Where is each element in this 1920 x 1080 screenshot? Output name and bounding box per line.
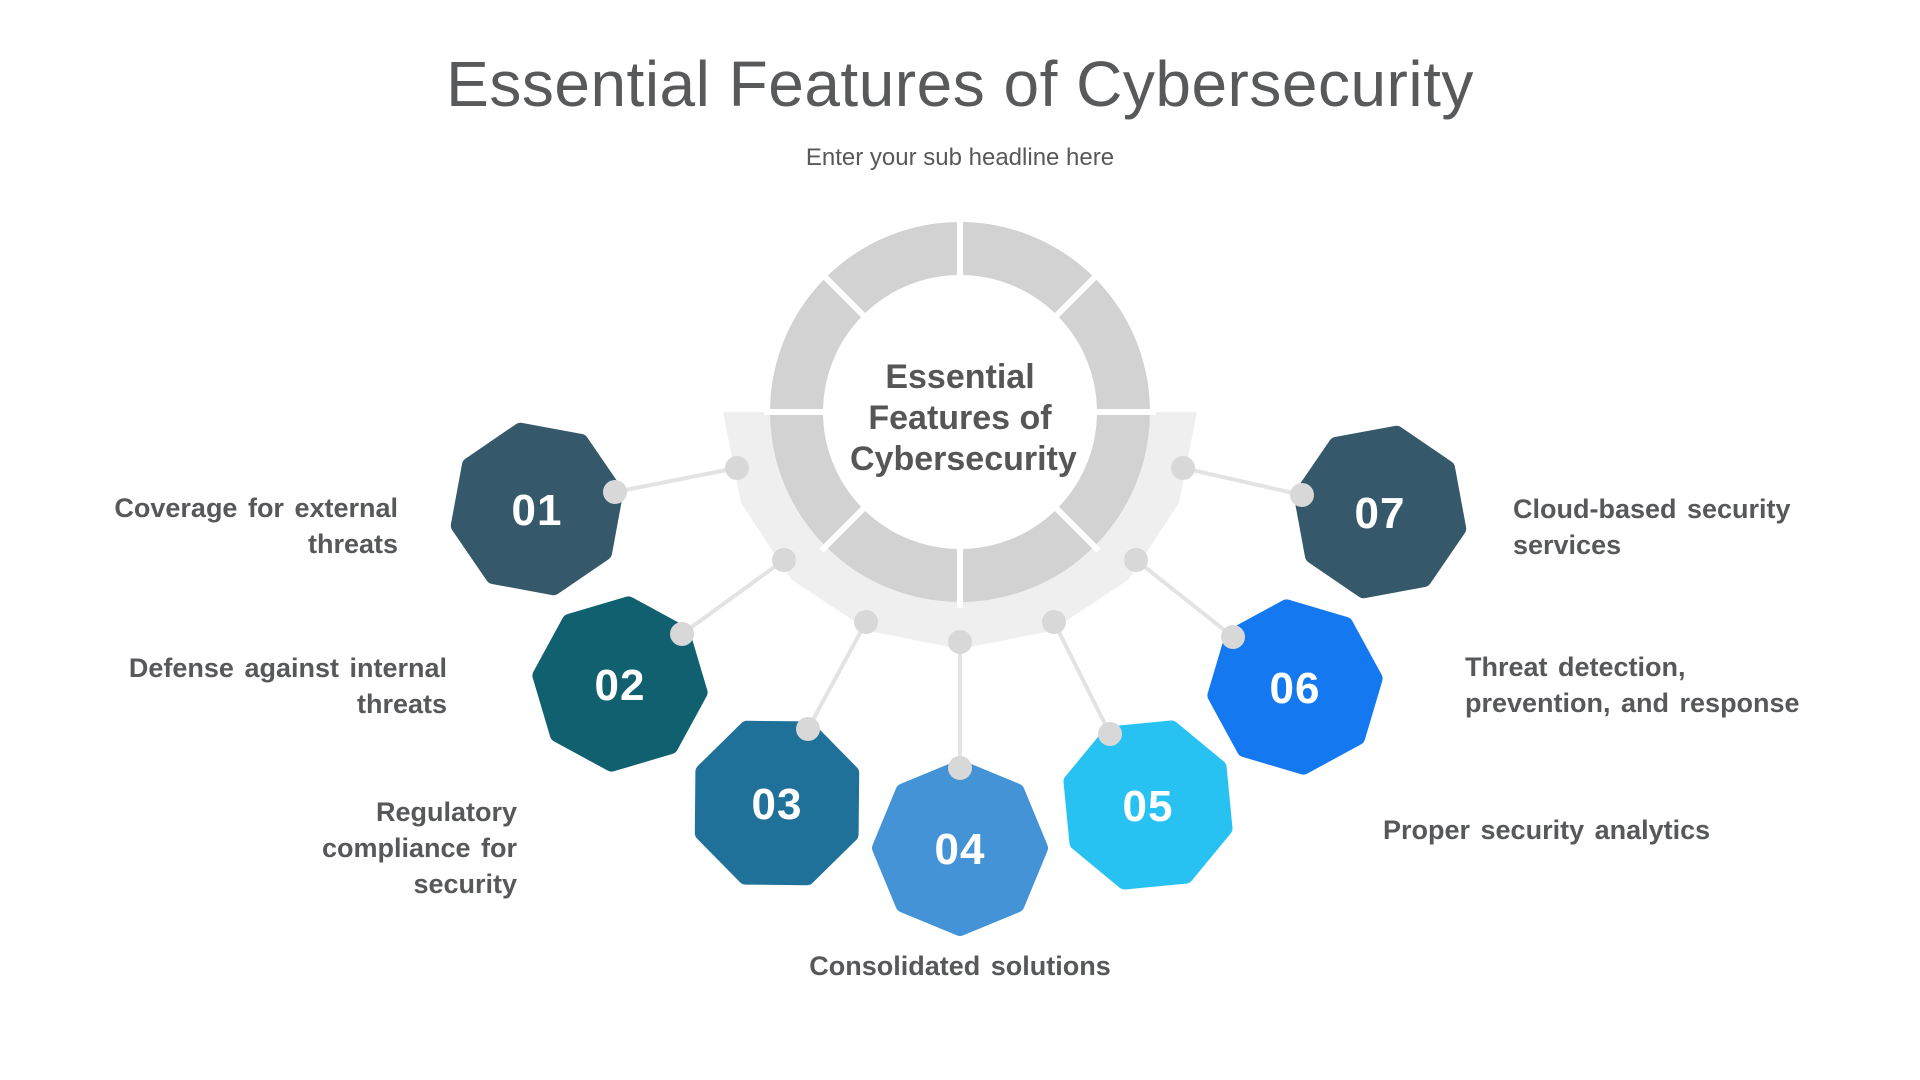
octagon-03: 03 xyxy=(694,720,860,886)
octagon-04: 04 xyxy=(872,760,1048,936)
octagon-04-shape xyxy=(872,760,1048,936)
octagon-07-shape xyxy=(1293,425,1467,599)
connector-lines xyxy=(614,466,1303,768)
octagon-06: 06 xyxy=(1207,599,1383,775)
connector-line-02 xyxy=(680,558,786,636)
octagon-02-shape xyxy=(532,596,708,772)
connector-line-01 xyxy=(614,466,738,494)
octagon-07: 07 xyxy=(1293,425,1467,599)
octagon-05-shape xyxy=(1063,720,1233,890)
octagon-01-number: 01 xyxy=(512,486,563,535)
octagon-05: 05 xyxy=(1063,720,1233,890)
octagon-07-number: 07 xyxy=(1355,489,1406,538)
connector-line-05 xyxy=(1052,621,1112,735)
connector-line-03 xyxy=(806,621,868,730)
connector-line-06 xyxy=(1134,558,1235,639)
octagon-05-number: 05 xyxy=(1123,782,1174,831)
page-title: Essential Features of Cybersecurity xyxy=(446,48,1474,120)
center-ring-label: Essential Features of Cybersecurity xyxy=(850,358,1077,478)
item-label-06: Threat detection, prevention, and respon… xyxy=(1465,652,1800,718)
octagon-02-number: 02 xyxy=(595,661,646,710)
item-label-01: Coverage for external threats xyxy=(114,493,398,559)
octagon-06-shape xyxy=(1207,599,1383,775)
item-label-07: Cloud-based security services xyxy=(1513,494,1791,560)
octagon-03-number: 03 xyxy=(752,780,803,829)
item-label-04: Consolidated solutions xyxy=(809,951,1111,981)
octagon-04-number: 04 xyxy=(935,825,986,874)
ring-segment-gaps xyxy=(764,216,1156,608)
octagon-01-shape xyxy=(450,422,624,596)
connector-line-07 xyxy=(1182,466,1303,497)
item-label-05: Proper security analytics xyxy=(1383,815,1711,845)
octagon-02: 02 xyxy=(532,596,708,772)
item-label-03: Regulatory compliance for security xyxy=(321,797,517,899)
octagon-01: 01 xyxy=(450,422,624,596)
octagon-03-shape xyxy=(694,720,860,886)
page-subtitle: Enter your sub headline here xyxy=(805,144,1115,171)
octagon-06-number: 06 xyxy=(1270,664,1321,713)
connector-dots xyxy=(603,456,1314,780)
item-label-02: Defense against internal threats xyxy=(128,653,447,719)
